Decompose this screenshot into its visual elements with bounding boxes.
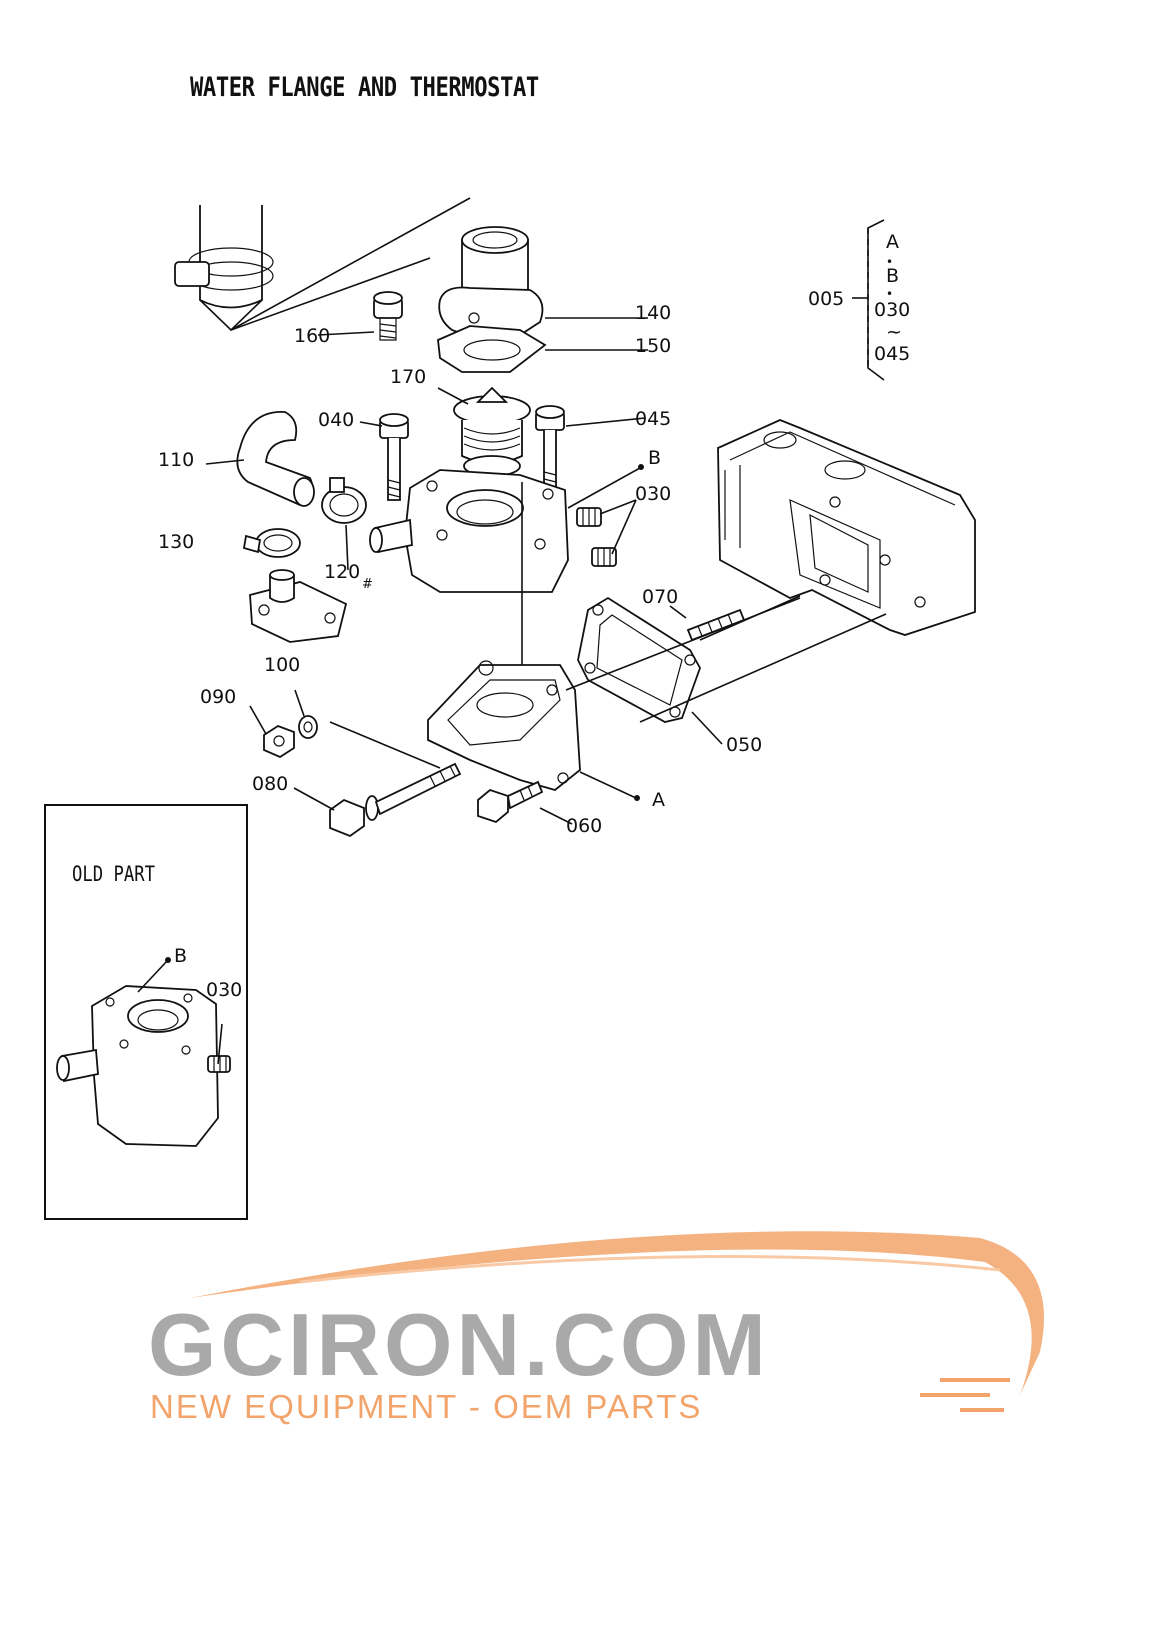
plug-030-lower <box>591 547 617 567</box>
bolt-045 <box>535 405 565 493</box>
callout-120-mark: # <box>362 577 373 592</box>
callout-005: 005 <box>808 288 844 310</box>
old-part-title: OLD PART <box>72 862 155 886</box>
callout-040: 040 <box>318 409 354 431</box>
callout-045: 045 <box>635 408 671 430</box>
gasket-150 <box>437 325 547 373</box>
callout-120: 120 <box>324 561 360 583</box>
set-dot-2: • <box>886 287 893 301</box>
callout-150: 150 <box>635 335 671 357</box>
pipe-flange <box>249 569 348 643</box>
leader-lines <box>205 317 887 825</box>
bolt-040 <box>379 413 409 501</box>
bolt-080 <box>329 762 462 838</box>
nut-090 <box>263 724 295 759</box>
plug-030-upper <box>576 507 602 527</box>
washer-100 <box>298 715 318 739</box>
old-part-callout-030: 030 <box>206 979 242 1001</box>
hose-clamp-130 <box>242 528 301 558</box>
ref-dot-a <box>634 795 640 801</box>
callout-ref-b: B <box>648 447 661 469</box>
callout-060: 060 <box>566 815 602 837</box>
callout-140: 140 <box>635 302 671 324</box>
set-item-b: B <box>886 265 899 287</box>
bolt-160 <box>373 291 403 341</box>
thermostat-170 <box>453 386 531 477</box>
logo-brand: GCIRON.COM <box>148 1295 770 1394</box>
callout-170: 170 <box>390 366 426 388</box>
old-part-illustration: B 030 <box>56 945 242 1147</box>
old-part-box: OLD PART B 030 <box>44 804 248 1220</box>
callout-070: 070 <box>642 586 678 608</box>
engine-block <box>717 419 976 636</box>
set-item-to: 045 <box>874 343 910 365</box>
callout-050: 050 <box>726 734 762 756</box>
callout-100: 100 <box>264 654 300 676</box>
callout-110: 110 <box>158 449 194 471</box>
hose-clamp-120 <box>321 477 367 524</box>
set-tilde: ~ <box>886 321 902 343</box>
callout-ref-a: A <box>652 789 665 811</box>
page-title: WATER FLANGE AND THERMOSTAT <box>190 72 539 103</box>
set-item-from: 030 <box>874 299 910 321</box>
callout-130: 130 <box>158 531 194 553</box>
old-part-ref-b: B <box>174 945 187 967</box>
logo-swoosh <box>190 1231 1044 1395</box>
gciron-logo: GCIRON.COM NEW EQUIPMENT - OEM PARTS <box>148 1231 1044 1425</box>
set-item-a: A <box>886 231 899 253</box>
bypass-hose-110 <box>236 411 315 507</box>
callout-030: 030 <box>635 483 671 505</box>
thermostat-housing <box>369 469 569 593</box>
callout-080: 080 <box>252 773 288 795</box>
ref-dot-b <box>638 464 644 470</box>
water-flange <box>427 660 581 791</box>
bolt-060 <box>477 780 544 824</box>
logo-tagline: NEW EQUIPMENT - OEM PARTS <box>150 1388 702 1425</box>
set-dot-1: • <box>886 255 893 269</box>
gasket-050 <box>577 596 701 723</box>
callout-090: 090 <box>200 686 236 708</box>
upper-hose <box>174 197 471 332</box>
callout-160: 160 <box>294 325 330 347</box>
